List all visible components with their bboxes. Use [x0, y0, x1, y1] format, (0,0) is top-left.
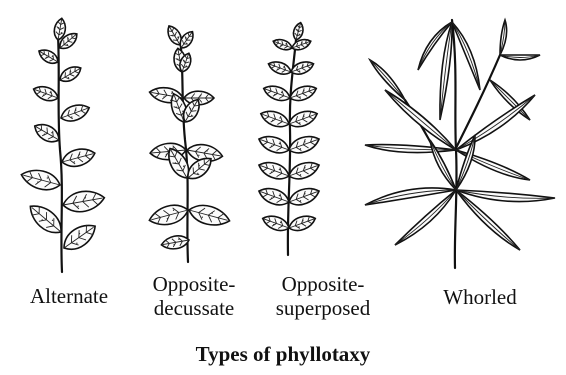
leaf — [287, 158, 322, 182]
leaf — [256, 158, 291, 182]
leaf-midrib — [385, 90, 456, 150]
leaf-blade — [456, 190, 555, 202]
leaf — [261, 212, 292, 233]
leaf — [292, 21, 305, 41]
label-opposite-superposed-line-1: Opposite- — [258, 272, 388, 296]
label-opposite-decussate: Opposite- decussate — [134, 272, 254, 320]
leaf — [59, 101, 92, 125]
leaf — [57, 63, 84, 85]
stem — [58, 35, 62, 272]
leaf — [60, 145, 97, 169]
label-whorled-line-1: Whorled — [443, 285, 516, 309]
plant-whorled — [365, 20, 555, 268]
figure-caption: Types of phyllotaxy — [0, 341, 566, 367]
plant-opposite-superposed — [256, 21, 321, 255]
leaf — [290, 37, 312, 52]
leaf — [258, 107, 291, 130]
plant-opposite-decussate — [147, 23, 232, 262]
leaf — [287, 107, 320, 130]
leaf — [61, 188, 106, 215]
label-whorled: Whorled — [410, 285, 550, 309]
stem — [452, 20, 457, 268]
leaf — [19, 166, 62, 194]
leaf — [256, 184, 291, 208]
leaf-blade — [365, 145, 456, 153]
label-alternate: Alternate — [4, 284, 134, 308]
label-opposite-superposed: Opposite- superposed — [258, 272, 388, 320]
leaf — [267, 59, 293, 77]
leaf — [187, 201, 232, 229]
label-alternate-line-1: Alternate — [30, 284, 108, 308]
leaf-texture — [200, 95, 202, 97]
leaf — [59, 219, 100, 256]
label-opposite-decussate-line-2: decussate — [134, 296, 254, 320]
leaf — [36, 46, 60, 66]
leaf — [287, 212, 318, 233]
leaf — [272, 37, 294, 52]
leaf — [147, 201, 190, 229]
leaf — [256, 132, 291, 156]
leaf — [31, 83, 60, 104]
leaf — [262, 82, 293, 103]
leaf — [287, 184, 322, 208]
label-opposite-decussate-line-1: Opposite- — [134, 272, 254, 296]
leaf — [287, 132, 322, 156]
plant-alternate — [19, 17, 106, 272]
label-opposite-superposed-line-2: superposed — [258, 296, 388, 320]
leaf — [160, 234, 190, 251]
